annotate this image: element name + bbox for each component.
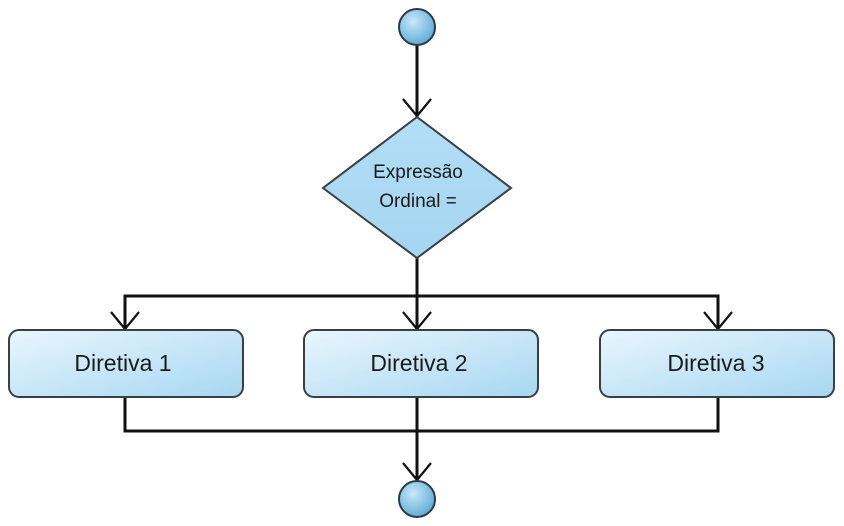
decision-diamond [321, 115, 513, 260]
connectors [123, 45, 720, 481]
action-box [599, 329, 835, 398]
action-node-1[interactable]: Diretiva 1 [8, 329, 244, 398]
edge-split-bar [123, 294, 720, 330]
decision-node[interactable]: Expressão Ordinal = [321, 115, 513, 260]
start-node[interactable] [398, 8, 436, 46]
decision-label-line-2: Ordinal = [379, 191, 457, 212]
action-label: Diretiva 2 [370, 350, 467, 376]
end-node[interactable] [398, 480, 436, 518]
decision-label-line-1: Expressão [373, 162, 463, 183]
action-box [8, 329, 244, 398]
action-label: Diretiva 3 [667, 350, 764, 376]
action-box [303, 329, 539, 398]
action-node-2[interactable]: Diretiva 2 [303, 329, 539, 398]
action-label: Diretiva 1 [74, 350, 171, 376]
edge-merge-bar [123, 397, 720, 433]
action-node-3[interactable]: Diretiva 3 [599, 329, 835, 398]
